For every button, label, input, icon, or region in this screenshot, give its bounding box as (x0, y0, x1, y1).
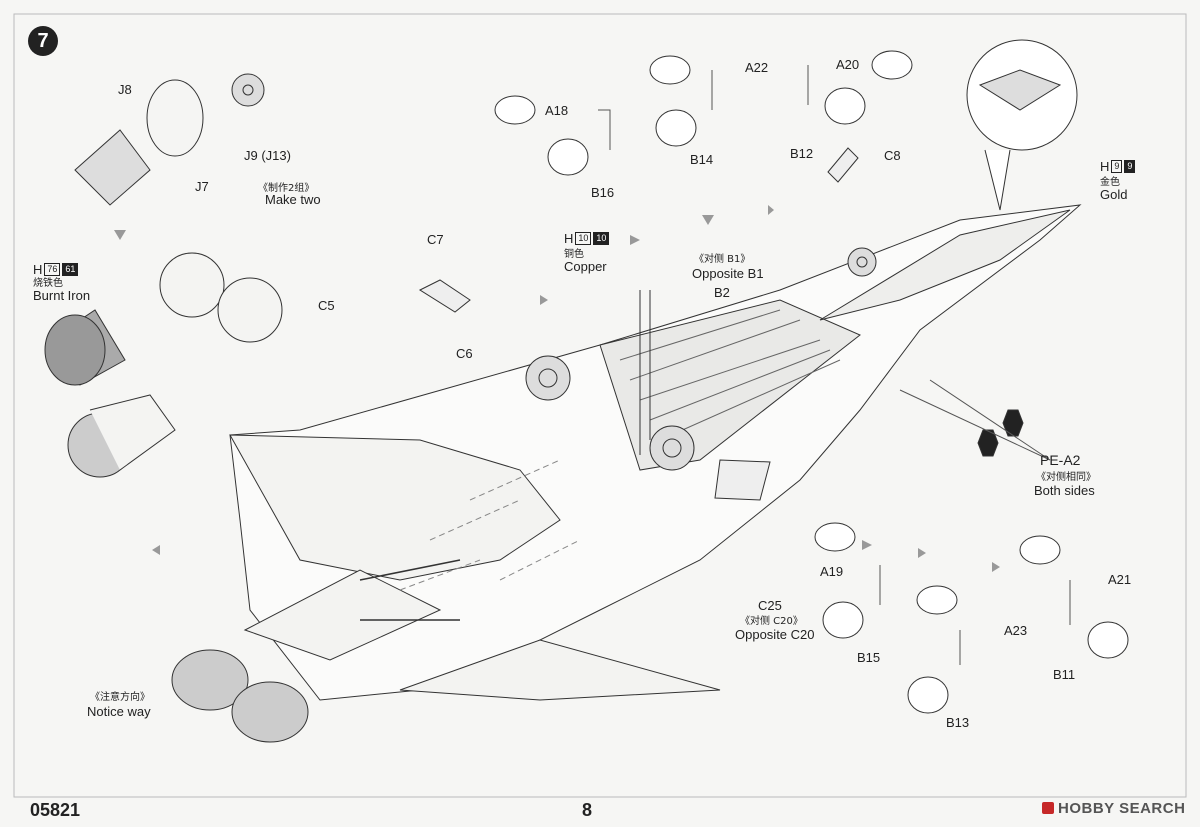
ring-c5-a (159, 252, 225, 318)
part-label-c25: C25 (758, 598, 782, 613)
part-label-c6: C6 (456, 346, 473, 361)
part-label-a18: A18 (545, 103, 569, 118)
paint-gold: H 9 9 (1100, 159, 1136, 174)
part-label-a22: A22 (745, 60, 769, 75)
pe-a2-right (1002, 409, 1024, 437)
part-label-a19: A19 (820, 564, 844, 579)
part-label-c8: C8 (884, 148, 901, 163)
note-opposite-b1-cn: 《对侧 B1》 (694, 254, 751, 265)
paint-code-hobby: 9 (1111, 160, 1123, 173)
note-make-two-en: Make two (265, 192, 321, 207)
watermark-text: HOBBY SEARCH (1058, 800, 1186, 817)
part-label-a21: A21 (1108, 572, 1132, 587)
part-label-b13: B13 (946, 715, 970, 730)
part-label-a23: A23 (1004, 623, 1028, 638)
part-label-c5: C5 (318, 298, 335, 313)
paint-code-hobby: 10 (575, 232, 592, 245)
paint-copper: H 10 10 (564, 231, 610, 246)
pe-a2-left (977, 429, 999, 457)
part-label-b16: B16 (591, 185, 615, 200)
paint-burnt-iron: H 76 61 (33, 262, 79, 277)
exhaust-nozzle (171, 649, 249, 711)
note-opposite-b1-en: Opposite B1 (692, 266, 764, 281)
paint-gold-cn: 金色 (1100, 177, 1120, 188)
aircraft-canopy (819, 209, 1071, 321)
paint-letter: H (33, 262, 43, 277)
part-label-c7: C7 (427, 232, 444, 247)
note-notice-way-cn: 《注意方向》 (90, 692, 150, 703)
aircraft-tail (243, 569, 442, 661)
part-label-j7: J7 (195, 179, 209, 194)
paint-copper-cn: 铜色 (564, 249, 584, 260)
note-both-sides-en: Both sides (1034, 483, 1095, 498)
part-label-pe-a2: PE-A2 (1040, 452, 1081, 468)
paint-letter: H (564, 231, 574, 246)
paint-code-acrylic: 10 (593, 232, 610, 245)
step-number-badge: 7 (28, 26, 58, 56)
note-make-two-cn: 《制作2组》 (258, 183, 315, 194)
part-label-b14: B14 (690, 152, 714, 167)
watermark: HOBBY SEARCH (1042, 800, 1185, 817)
paint-copper-en: Copper (564, 259, 607, 274)
paint-gold-en: Gold (1100, 187, 1128, 202)
paint-code-acrylic: 61 (62, 263, 79, 276)
paint-burnt-iron-cn: 烧铁色 (33, 278, 63, 289)
paint-code-hobby: 76 (44, 263, 61, 276)
part-label-b15: B15 (857, 650, 881, 665)
aircraft-wing (229, 434, 561, 581)
note-notice-way-en: Notice way (87, 704, 151, 719)
page-number: 8 (582, 800, 593, 820)
part-label-b12: B12 (790, 146, 814, 161)
note-opposite-c20-en: Opposite C20 (735, 627, 815, 642)
paint-code-acrylic: 9 (1124, 160, 1136, 173)
part-label-a20: A20 (836, 57, 860, 72)
note-opposite-c20-cn: 《对侧 C20》 (740, 616, 803, 627)
kit-code: 05821 (30, 800, 81, 820)
paint-burnt-iron-en: Burnt Iron (33, 288, 91, 303)
fan-j9 (231, 73, 265, 107)
nozzle-j8 (74, 129, 151, 206)
paint-letter: H (1100, 159, 1110, 174)
note-both-sides-cn: 《对侧相同》 (1036, 472, 1096, 483)
part-label-j8: J8 (118, 82, 132, 97)
part-label-b11: B11 (1053, 667, 1076, 682)
part-label-j9: J9 (J13) (244, 148, 291, 163)
watermark-logo-icon (1042, 802, 1054, 814)
ring-c5-b (217, 277, 283, 343)
part-label-b2: B2 (714, 285, 730, 300)
